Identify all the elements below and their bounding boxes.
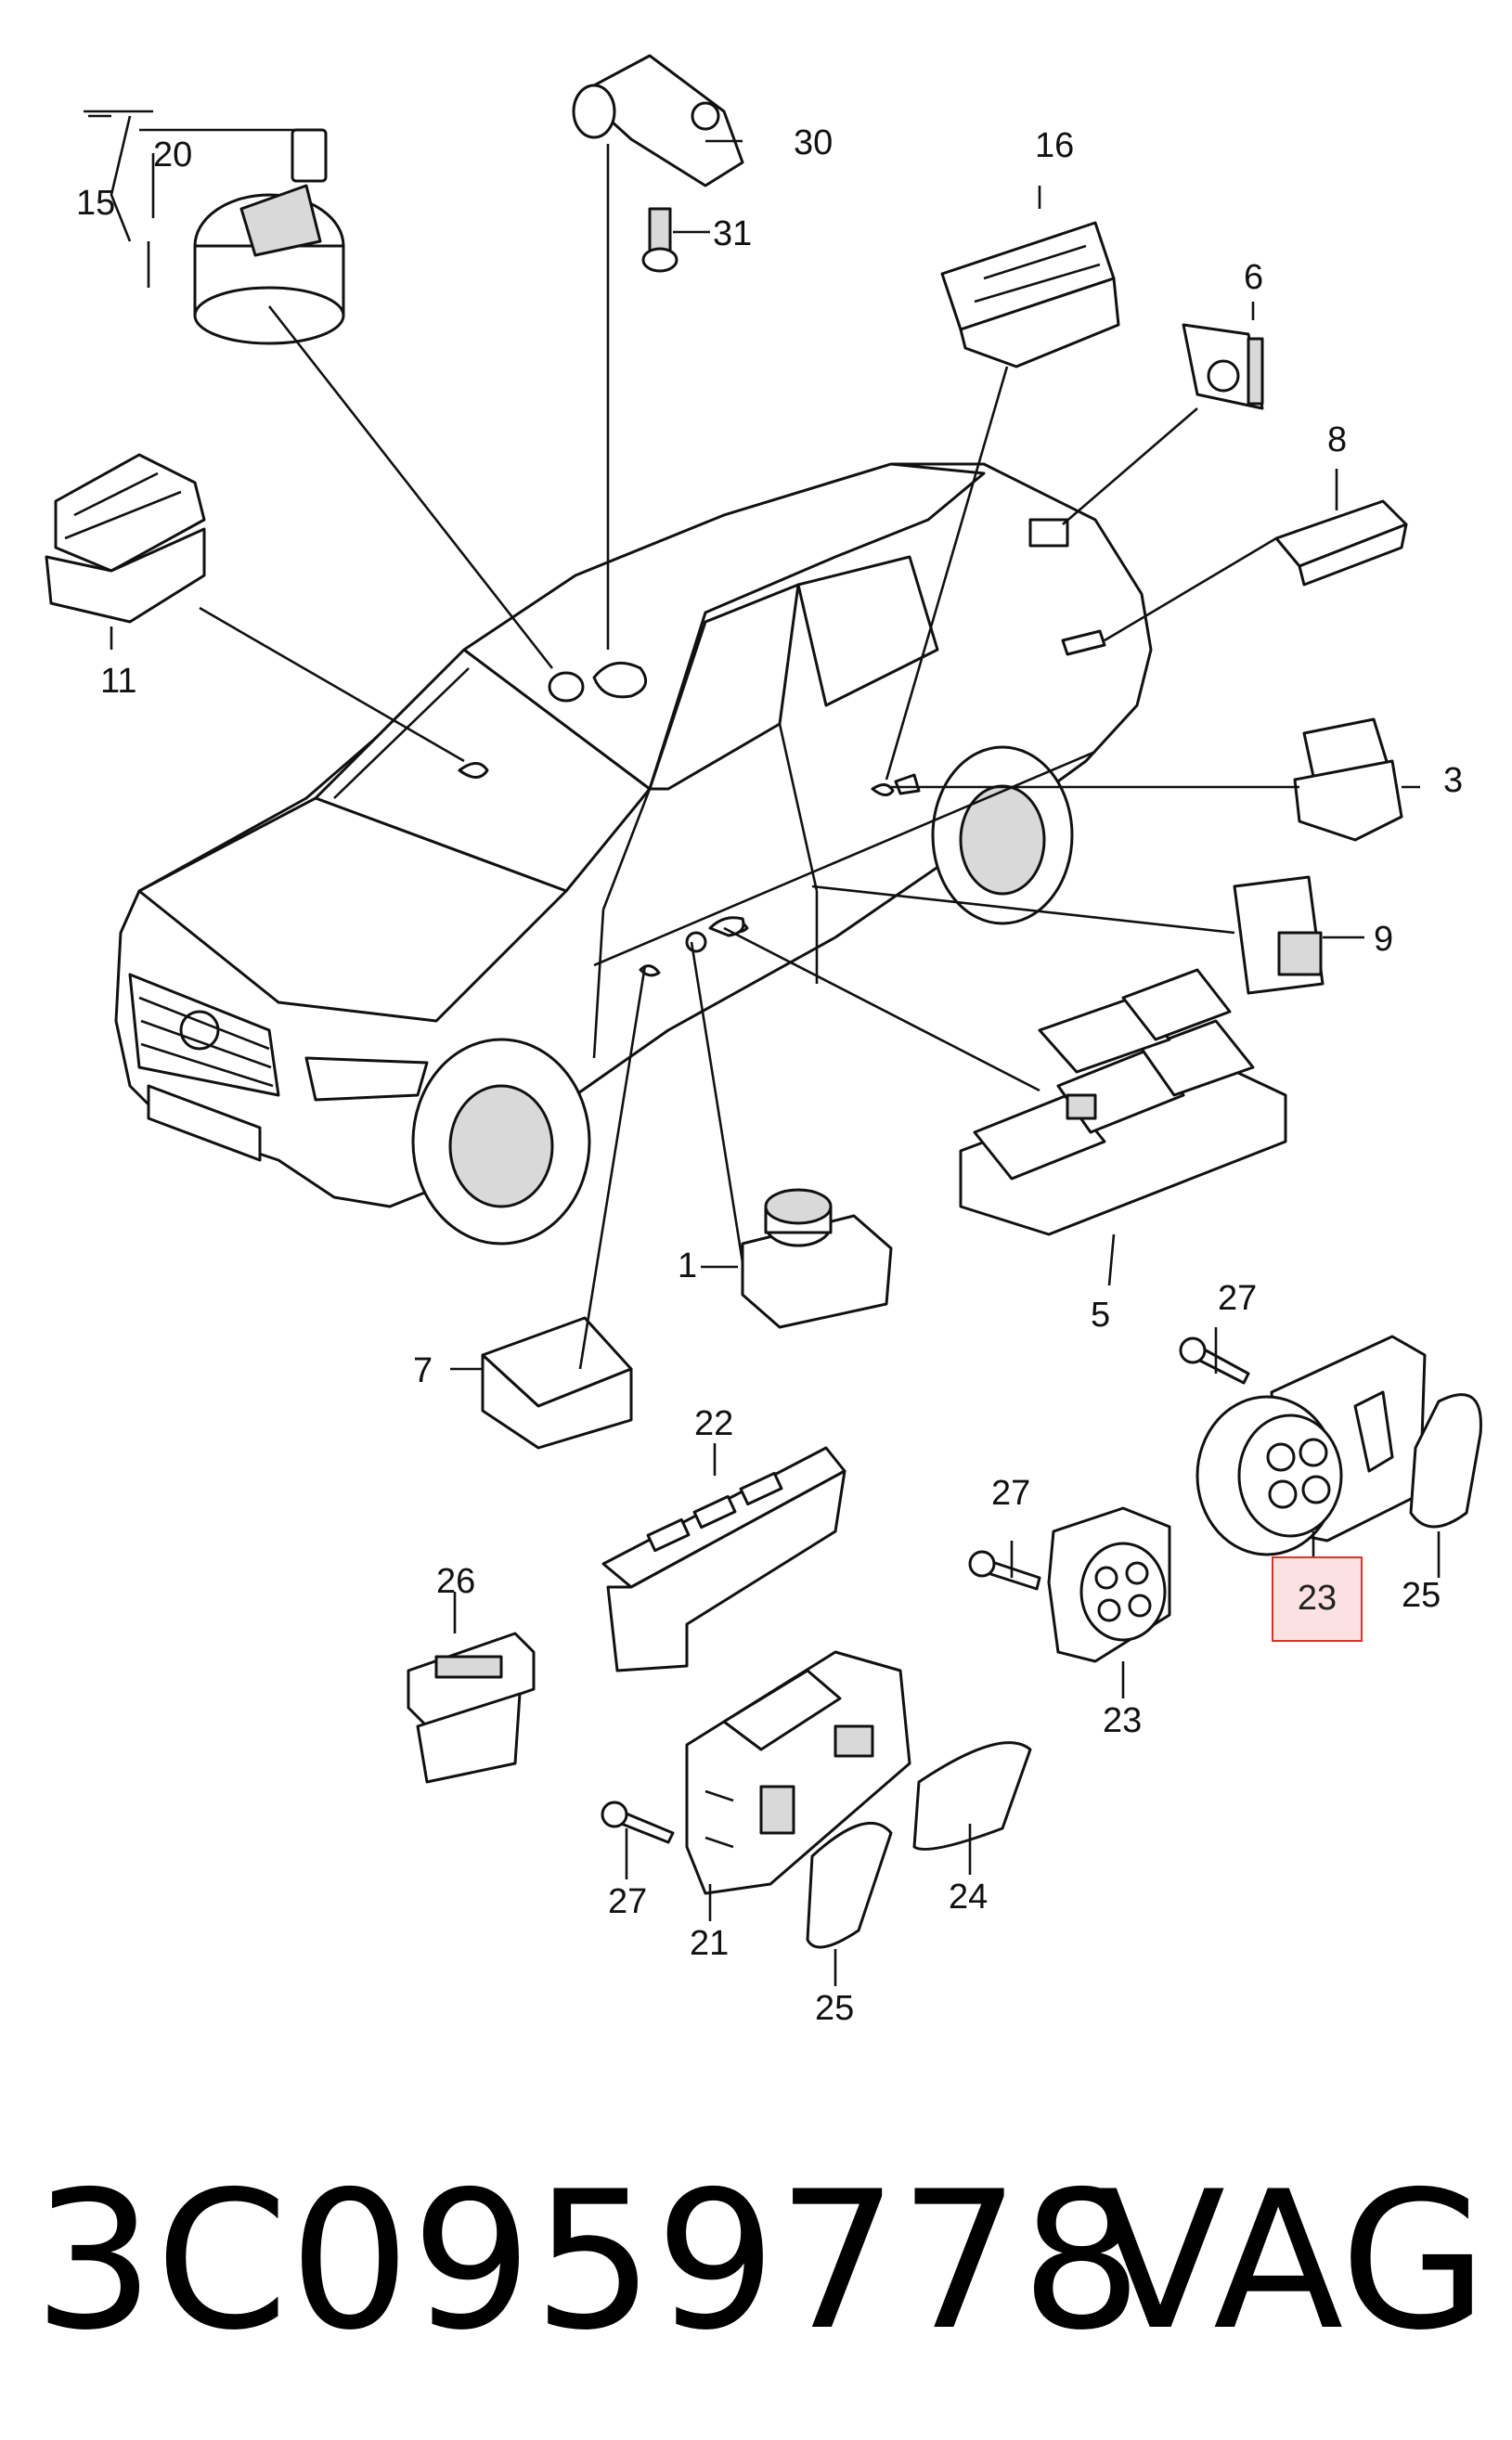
- car-illustration: [114, 462, 1153, 1246]
- part-11-switch: [45, 453, 206, 624]
- part-26-switch: [407, 1632, 536, 1784]
- callout-9: 9: [1374, 920, 1394, 959]
- callout-23: 23: [1297, 1579, 1338, 1618]
- part-27-screws: [601, 1336, 1250, 1844]
- callout-27-top: 27: [1218, 1279, 1258, 1318]
- part-23-seat-switch: [1195, 1335, 1427, 1556]
- callout-25-right: 25: [1402, 1576, 1441, 1615]
- part-20-seat-module: [685, 1650, 911, 1895]
- callout-23-highlight: 23: [1272, 1556, 1363, 1642]
- callout-26: 26: [436, 1562, 476, 1601]
- callout-21: 22: [694, 1404, 734, 1443]
- callout-31: 31: [713, 214, 753, 253]
- part-3-switch: [1293, 717, 1403, 842]
- part-number: 3C0959778: [33, 2151, 1144, 2372]
- part-6-switch: [1182, 323, 1264, 410]
- callout-6: 6: [1244, 258, 1264, 297]
- part-24-25-caps: [806, 1393, 1482, 1949]
- part-1-mirror-switch: [741, 1188, 893, 1329]
- callout-24: 24: [949, 1878, 989, 1917]
- manufacturer-name: VAG: [1095, 2151, 1488, 2372]
- leader-lines: [84, 110, 1441, 1986]
- callout-27-low: 27: [608, 1882, 648, 1921]
- callout-16: 20: [153, 136, 193, 174]
- part-15-light-switch: [193, 128, 345, 345]
- callout-30: 30: [794, 123, 834, 162]
- callout-25-bottom: 25: [815, 1989, 855, 2028]
- callout-3: 3: [1443, 761, 1464, 800]
- part-22-seat-switch: [1047, 1506, 1171, 1663]
- part-5-switch-block: [959, 968, 1287, 1236]
- callout-7: 7: [413, 1351, 433, 1390]
- callout-5: 5: [1091, 1296, 1111, 1335]
- part-12-switch: [940, 221, 1120, 368]
- callout-12: 16: [1035, 126, 1075, 165]
- callout-22: 23: [1103, 1701, 1143, 1740]
- callout-11: 11: [100, 662, 137, 701]
- callout-27-mid: 27: [991, 1474, 1031, 1513]
- callout-8: 8: [1327, 420, 1348, 459]
- callout-20: 21: [690, 1924, 730, 1963]
- callout-15: 15: [76, 184, 116, 223]
- part-8-switch: [1274, 499, 1408, 587]
- part-21-switch-bar: [601, 1446, 846, 1672]
- part-7-switch: [481, 1316, 633, 1450]
- part-9-switch: [1233, 875, 1325, 995]
- callout-1: 1: [678, 1246, 698, 1285]
- part-30-motor: [572, 54, 744, 273]
